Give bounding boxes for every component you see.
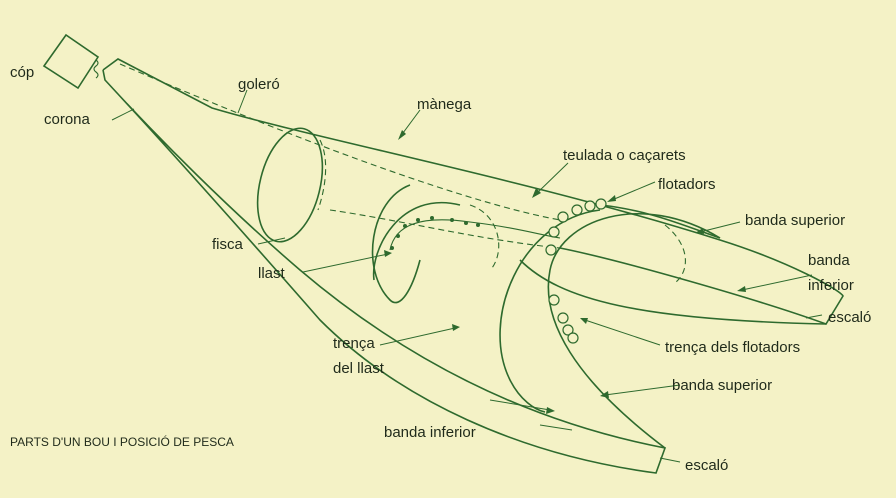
label-banda-inferior-right-2: inferior — [808, 277, 854, 294]
floats — [545, 198, 607, 344]
label-corona: corona — [44, 111, 91, 128]
label-fisca: fisca — [212, 236, 244, 253]
net-tube — [102, 58, 844, 474]
leader-lines — [111, 89, 823, 463]
label-banda-inferior-lower: banda inferior — [384, 424, 476, 441]
label-escalo-right: escaló — [828, 309, 871, 326]
label-cop: cóp — [10, 64, 34, 81]
net-mouth — [119, 63, 827, 449]
diagram-caption: PARTS D'UN BOU I POSICIÓ DE PESCA — [10, 434, 234, 449]
label-banda-inferior-right-1: banda — [808, 252, 850, 269]
net-rings — [256, 127, 500, 304]
label-trenca-flotadors: trença dels flotadors — [665, 339, 800, 356]
break-mark — [93, 59, 99, 79]
cop-box — [42, 33, 100, 90]
label-banda-superior-lower: banda superior — [672, 377, 772, 394]
label-trenca-llast-2: del llast — [333, 360, 385, 377]
label-banda-superior-right: banda superior — [745, 212, 845, 229]
label-manega: mànega — [417, 96, 472, 113]
label-trenca-llast-1: trença — [333, 335, 375, 352]
label-escalo-bottom: escaló — [685, 457, 728, 474]
label-golero: goleró — [238, 76, 280, 93]
ballast-line — [389, 216, 561, 251]
label-flotadors: flotadors — [658, 176, 716, 193]
label-llast: llast — [258, 265, 286, 282]
label-teulada: teulada o caçarets — [563, 147, 686, 164]
